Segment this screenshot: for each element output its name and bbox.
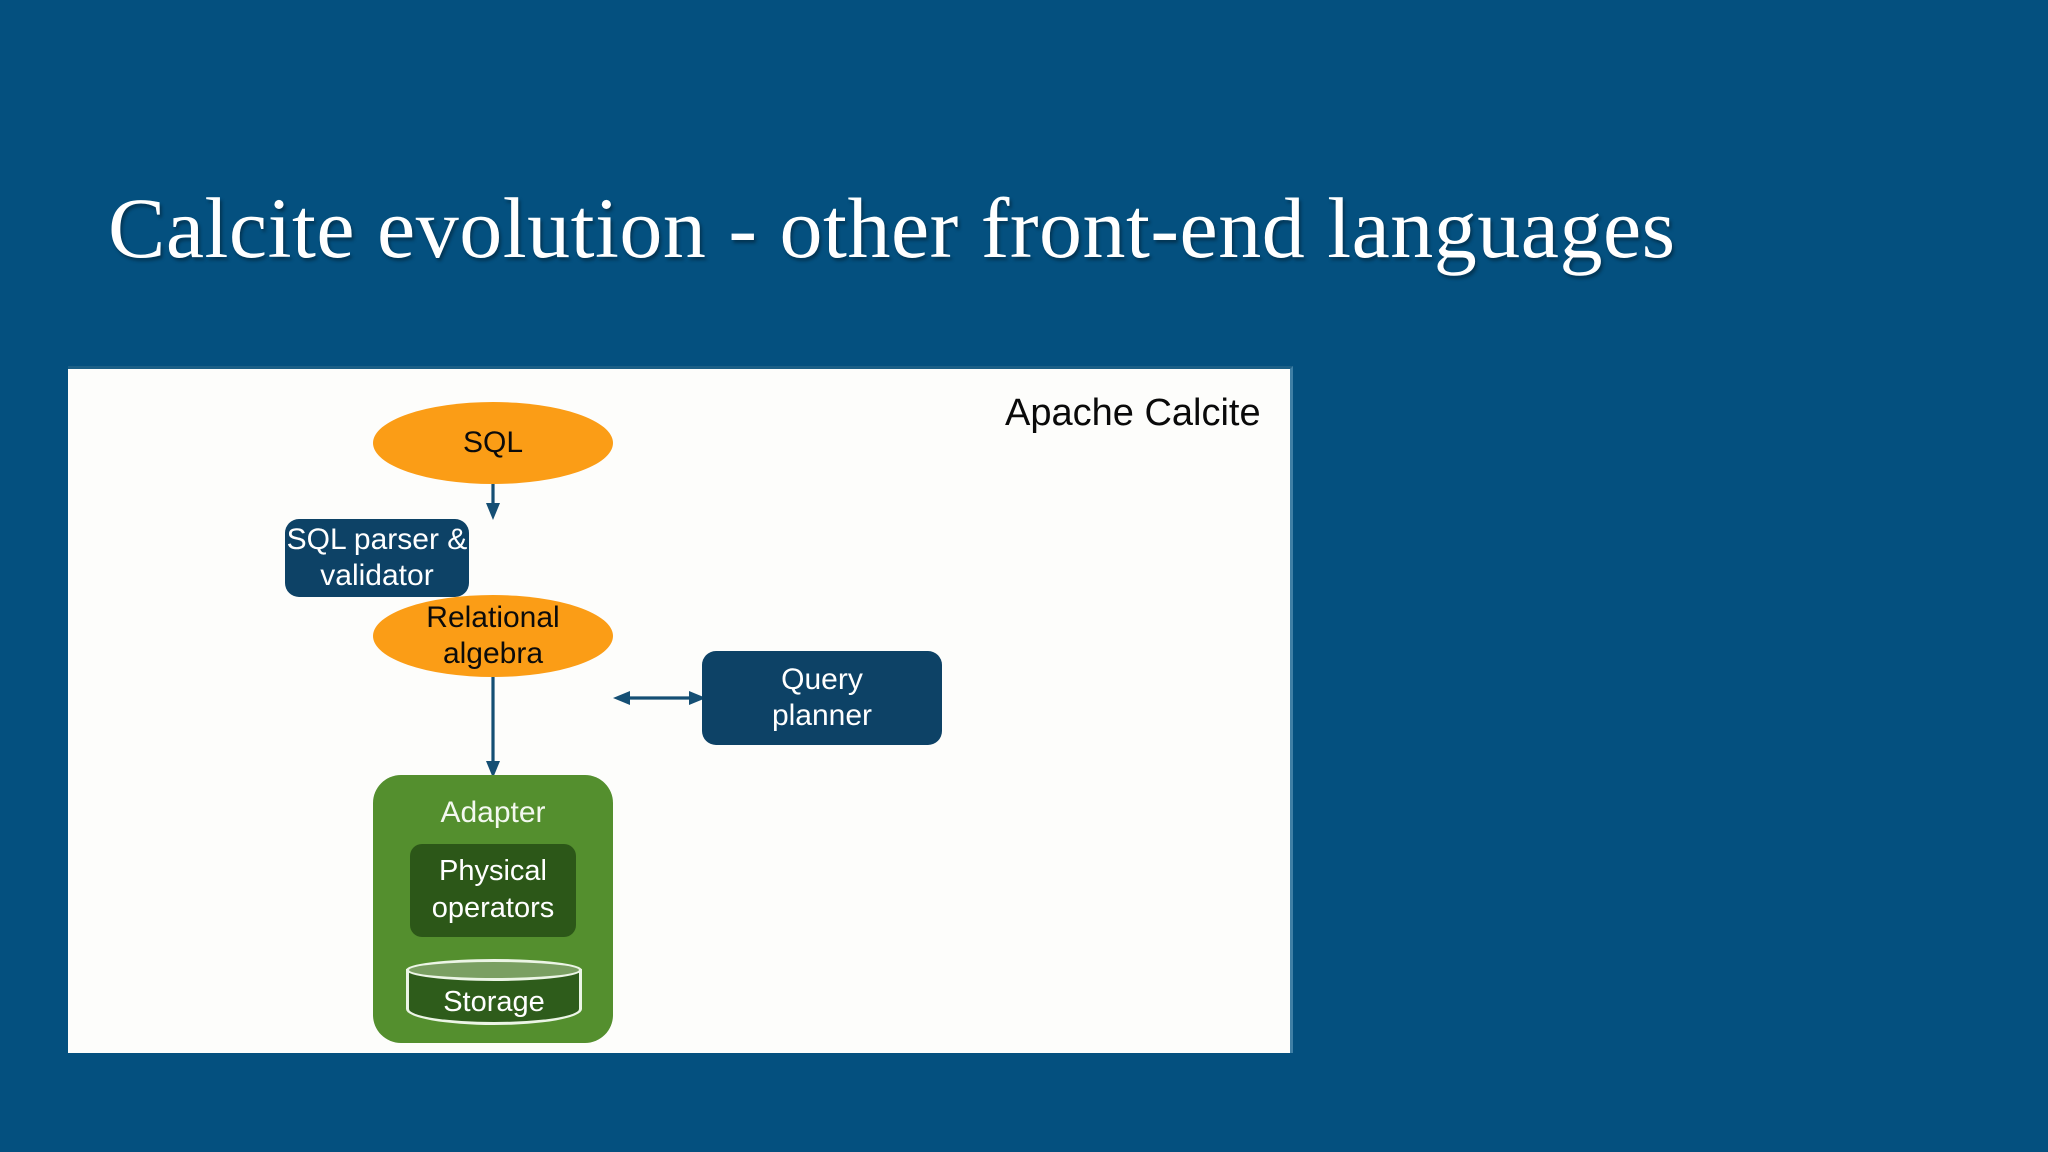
node-relational-algebra-label-line1: Relational	[426, 601, 560, 634]
page-title: Calcite evolution - other front-end lang…	[108, 179, 1676, 276]
node-sql-parser-label-line2: validator	[320, 559, 434, 592]
node-physical-operators[interactable]: Physical operators	[410, 844, 576, 937]
node-sql-label: SQL	[462, 426, 524, 459]
edge-relational-algebra-to-query-planner	[613, 691, 706, 705]
node-storage[interactable]: Storage	[406, 959, 582, 1033]
node-physical-operators-label-line1: Physical	[439, 855, 547, 887]
node-relational-algebra-label-line2: algebra	[442, 637, 544, 670]
node-adapter-label: Adapter	[440, 796, 546, 829]
node-relational-algebra[interactable]: Relational algebra	[373, 595, 613, 677]
storage-cylinder-top	[406, 959, 582, 981]
node-sql-parser-label-line1: SQL parser &	[286, 523, 468, 556]
node-query-planner[interactable]: Query planner	[702, 651, 942, 745]
node-sql-parser-validator[interactable]: SQL parser & validator	[285, 519, 469, 597]
node-query-planner-label-line2: planner	[771, 699, 873, 732]
edge-relational-algebra-to-adapter	[486, 677, 500, 778]
edge-sql-to-parser	[486, 484, 500, 520]
node-query-planner-label-line1: Query	[781, 663, 863, 696]
node-sql[interactable]: SQL	[373, 402, 613, 484]
node-physical-operators-label-line2: operators	[431, 892, 555, 924]
diagram-caption: Apache Calcite	[1005, 392, 1261, 434]
node-adapter[interactable]: Adapter Physical operators Storage	[373, 775, 613, 1043]
diagram-edges	[486, 484, 706, 778]
architecture-diagram-panel: Apache Calcite	[68, 366, 1293, 1053]
